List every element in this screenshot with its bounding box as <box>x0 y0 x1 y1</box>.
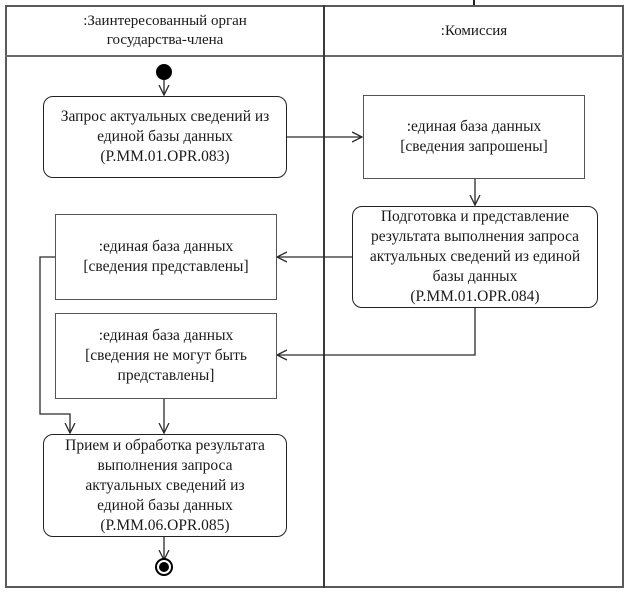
action-083: Запрос актуальных сведений из единой баз… <box>43 96 287 178</box>
object-text-line: :единая база данных <box>98 238 234 255</box>
flow-084-to-not-provided <box>277 307 476 355</box>
object-text-line: представлены] <box>117 367 215 384</box>
action-text-line: базы данных <box>432 268 518 285</box>
action-085: Прием и обработка результата выполнения … <box>43 434 287 537</box>
final-node <box>159 562 169 572</box>
object-data-not-provided: :единая база данных [сведения не могут б… <box>55 313 277 399</box>
action-084: Подготовка и представление результата вы… <box>352 206 598 308</box>
object-text-line: :единая база данных <box>98 327 234 344</box>
object-text-line: :единая база данных <box>406 118 542 135</box>
lane-title-member-state-body: :Заинтересованный орган государства-член… <box>7 7 323 55</box>
swimlane-frame <box>5 5 624 588</box>
action-text-line: единой базы данных <box>97 496 233 514</box>
action-text-line: (P.MM.01.OPR.083) <box>100 148 230 165</box>
lane-divider <box>323 5 325 588</box>
action-text-line: выполнения запроса <box>97 456 233 474</box>
initial-node <box>156 64 172 80</box>
lane-title-line: государства-члена <box>106 32 224 48</box>
action-text-line: результата выполнения запроса <box>370 228 580 245</box>
action-text-line: (P.MM.01.OPR.084) <box>410 288 540 305</box>
action-text-line: единой базы данных <box>97 128 233 145</box>
lane-title-commission: :Комиссия <box>325 7 623 55</box>
object-data-provided: :единая база данных [сведения представле… <box>55 214 277 300</box>
lane-title-text: :Комиссия <box>440 22 508 39</box>
flow-provided-to-085 <box>39 256 70 433</box>
object-text-line: [сведения представлены] <box>83 258 249 275</box>
object-text-line: [сведения не могут быть <box>85 347 247 364</box>
action-text-line: Запрос актуальных сведений из <box>60 108 270 125</box>
top-tick-mark <box>473 0 475 5</box>
action-text-line: (P.MM.06.OPR.085) <box>100 516 230 534</box>
action-text-line: актуальных сведений из единой <box>369 248 581 265</box>
object-text-line: [сведения запрошены] <box>400 138 548 155</box>
action-text-line: Прием и обработка результата <box>65 436 265 454</box>
object-data-requested: :единая база данных [сведения запрошены] <box>363 95 585 179</box>
lane-title-line: :Заинтересованный орган <box>83 13 247 29</box>
lane-header-divider <box>5 55 624 57</box>
action-text-line: Подготовка и представление <box>380 208 570 225</box>
action-text-line: актуальных сведений из <box>85 476 245 494</box>
